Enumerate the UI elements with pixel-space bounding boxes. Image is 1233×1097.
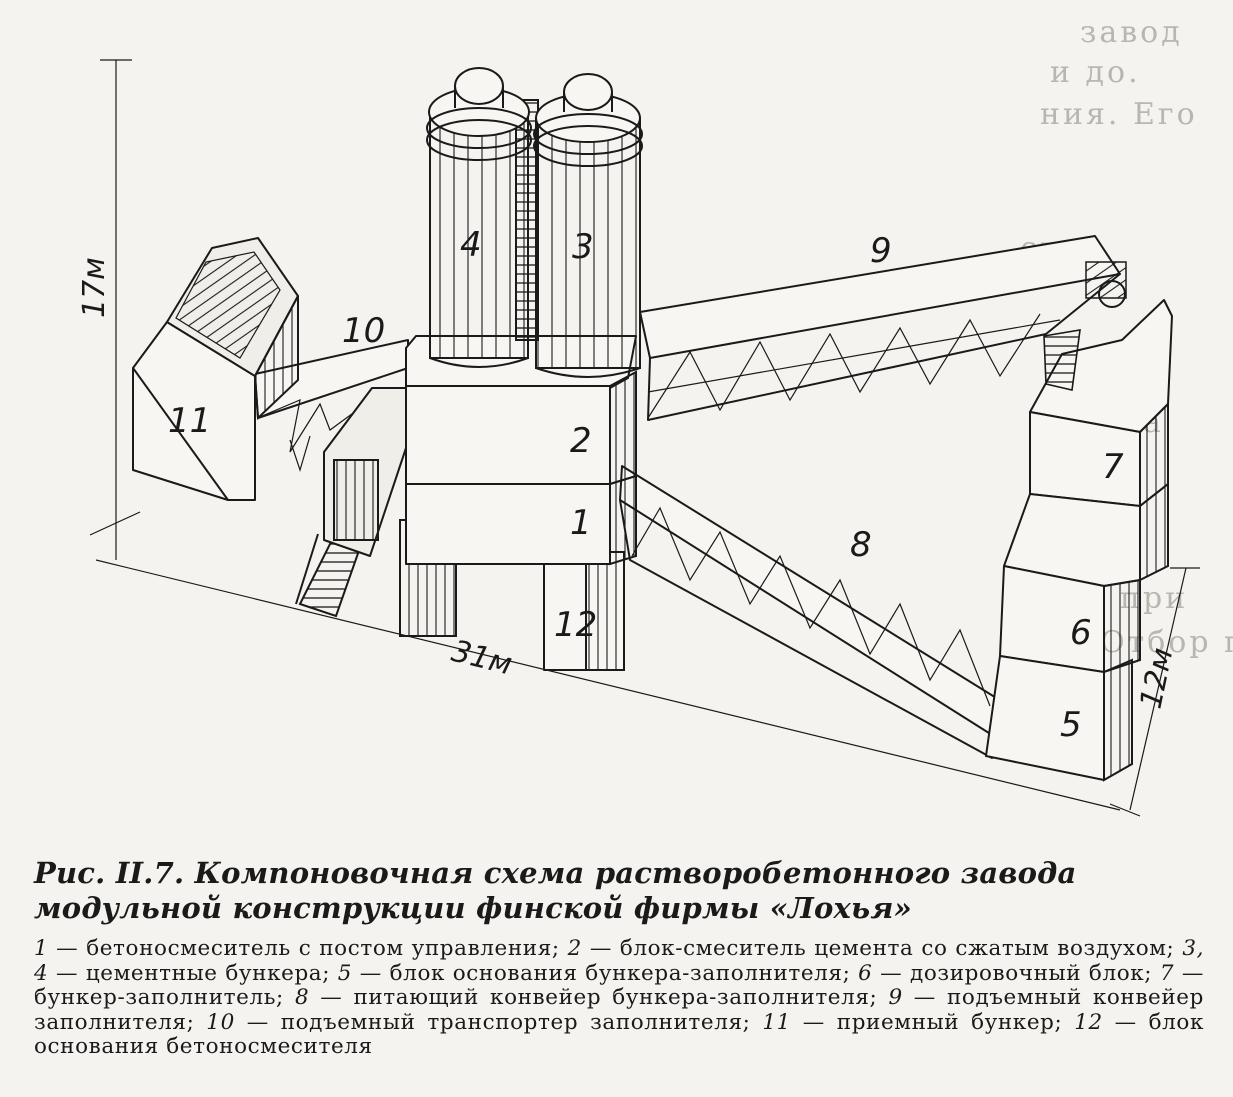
legend-item-11: 11 — приемный бункер; bbox=[762, 1009, 1075, 1035]
label-3: 3 bbox=[572, 227, 594, 267]
label-11: 11 bbox=[168, 401, 211, 441]
plant-layout-svg: завод и до. ния. Его ст ния. на при Отбо… bbox=[77, 15, 1233, 817]
cement-silo-3: 3 bbox=[533, 73, 643, 378]
label-7: 7 bbox=[1102, 447, 1124, 487]
height-label: 17м bbox=[77, 257, 112, 318]
label-8: 8 bbox=[850, 525, 872, 565]
label-1: 1 bbox=[570, 503, 592, 543]
svg-text:ния. Его: ния. Его bbox=[1040, 97, 1198, 132]
legend-item-2: 2 — блок-смеситель цемента со сжатым воз… bbox=[567, 936, 1183, 961]
label-10: 10 bbox=[342, 311, 385, 351]
figure-caption: Рис. II.7. Компоновочная схема раствороб… bbox=[34, 856, 1077, 925]
control-cabin bbox=[323, 387, 407, 557]
aggregate-tower: 7 6 5 bbox=[985, 299, 1173, 782]
svg-text:и до.: и до. bbox=[1050, 55, 1141, 90]
label-12: 12 bbox=[554, 605, 597, 645]
label-5: 5 bbox=[1060, 705, 1082, 745]
plant-layout-drawing: завод и до. ния. Его ст ния. на при Отбо… bbox=[77, 15, 1233, 817]
cement-silo-4: 4 bbox=[426, 67, 532, 368]
legend-item-1: 1 — бетоносмеситель с постом управления; bbox=[34, 936, 568, 961]
legend-item-12: 12 — блок основания бетоносмесителя bbox=[34, 1009, 1205, 1059]
mixer-tower: 2 1 bbox=[405, 335, 637, 566]
label-6: 6 bbox=[1070, 613, 1092, 653]
label-4: 4 bbox=[460, 225, 482, 265]
legend-item-10: 10 — подъемный транспортер заполнителя; bbox=[206, 1009, 763, 1035]
svg-text:завод: завод bbox=[1080, 15, 1183, 50]
feeding-conveyor-8 bbox=[619, 465, 1007, 759]
legend-item-6: 6 — дозировочный блок; bbox=[858, 960, 1160, 986]
label-2: 2 bbox=[570, 421, 592, 461]
length-label: 31м bbox=[448, 634, 515, 683]
label-9: 9 bbox=[870, 231, 892, 271]
legend-item-8: 8 — питающий конвейер бункера-заполнител… bbox=[294, 985, 889, 1010]
legend-item-5: 5 — блок основания бункера-заполнителя; bbox=[337, 960, 859, 986]
lifting-conveyor-9 bbox=[639, 235, 1127, 421]
legend-item-3-4: 3, 4 — цементные бункера; bbox=[34, 936, 1205, 986]
dimension-height: 17м bbox=[77, 59, 132, 560]
legend-item-9: 9 — подъемный конвейер заполнителя; bbox=[34, 985, 1204, 1035]
legend-item-7: 7 — бункер-заполнитель; bbox=[34, 960, 1204, 1010]
figure-legend: 1 — бетоносмеситель с постом управления;… bbox=[34, 936, 1205, 1060]
mixer-base-12: 12 bbox=[399, 519, 625, 671]
receiving-hopper-11: 11 bbox=[132, 237, 299, 501]
